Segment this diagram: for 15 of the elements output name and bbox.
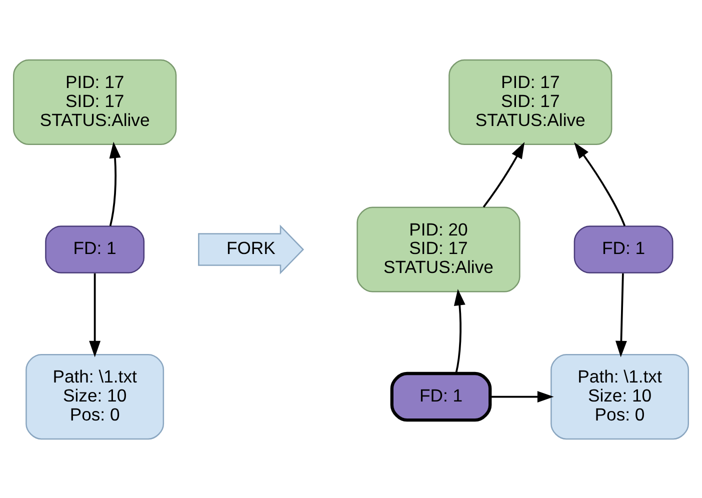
node-box: Path: \1.txt Size: 10 Pos: 0 — [550, 354, 690, 440]
node-box: PID: 20 SID: 17 STATUS:Alive — [356, 206, 520, 292]
node-box: FD: 1 — [45, 225, 145, 273]
arrow — [89, 272, 101, 357]
arrow — [109, 141, 121, 226]
arrow — [615, 272, 627, 357]
node-box: Path: \1.txt Size: 10 Pos: 0 — [26, 354, 164, 440]
node-box: PID: 17 SID: 17 STATUS:Alive — [12, 58, 177, 144]
node-box: FD: 1 — [390, 371, 492, 422]
arrow — [490, 390, 554, 402]
node-box: PID: 17 SID: 17 STATUS:Alive — [448, 58, 612, 144]
arrow — [482, 142, 525, 208]
node-box: FD: 1 — [574, 225, 674, 273]
arrow — [454, 288, 466, 373]
arrow — [574, 142, 626, 226]
